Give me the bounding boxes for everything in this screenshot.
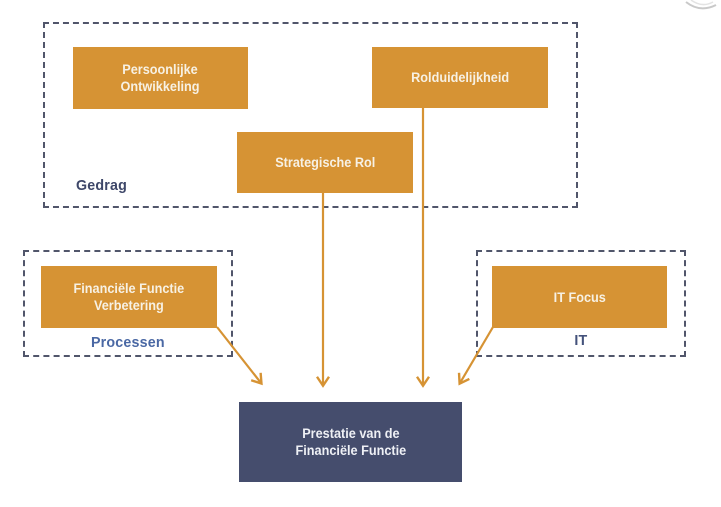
processen-group-label-text: Processen bbox=[91, 334, 165, 351]
node-it-focus-label: IT Focus bbox=[553, 289, 606, 305]
it-group-box: IT bbox=[476, 250, 686, 357]
processen-group-box: Processen bbox=[23, 250, 233, 357]
node-text-line1: Financiële Functie bbox=[73, 281, 185, 296]
node-it-focus: IT Focus bbox=[492, 266, 667, 328]
gedrag-group-box: Gedrag bbox=[43, 22, 578, 208]
node-prestatie-label: Prestatie van de Financiële Functie bbox=[295, 425, 406, 459]
node-strategische-rol-label: Strategische Rol bbox=[274, 155, 376, 170]
node-text-line2: Financiële Functie bbox=[295, 443, 406, 458]
node-strategische-rol: Strategische Rol bbox=[237, 132, 413, 193]
node-persoonlijke-ontwikkeling-label: Persoonlijke Ontwikkeling bbox=[121, 61, 200, 95]
node-rolduidelijkheid-label: Rolduidelijkheid bbox=[410, 70, 509, 85]
node-financiele-functie-verbetering: Financiële Functie Verbetering bbox=[41, 266, 217, 328]
node-persoonlijke-ontwikkeling: Persoonlijke Ontwikkeling bbox=[73, 47, 248, 109]
node-text-line2: Ontwikkeling bbox=[121, 79, 200, 94]
page-curl-decoration bbox=[685, 1, 717, 10]
node-text-line1: Prestatie van de bbox=[301, 426, 400, 441]
node-rolduidelijkheid: Rolduidelijkheid bbox=[372, 47, 548, 108]
gedrag-group-label: Gedrag bbox=[76, 177, 130, 194]
node-text-line1: Persoonlijke bbox=[122, 62, 199, 77]
it-group-label-text: IT bbox=[574, 332, 588, 349]
node-prestatie: Prestatie van de Financiële Functie bbox=[239, 402, 462, 482]
gedrag-group-label-text: Gedrag bbox=[76, 177, 128, 194]
it-group-label: IT bbox=[478, 332, 684, 349]
processen-group-label: Processen bbox=[25, 334, 231, 351]
page-curl-highlight bbox=[690, 0, 714, 6]
node-financiele-functie-verbetering-label: Financiële Functie Verbetering bbox=[74, 280, 185, 314]
node-text-line2: Verbetering bbox=[94, 298, 164, 313]
